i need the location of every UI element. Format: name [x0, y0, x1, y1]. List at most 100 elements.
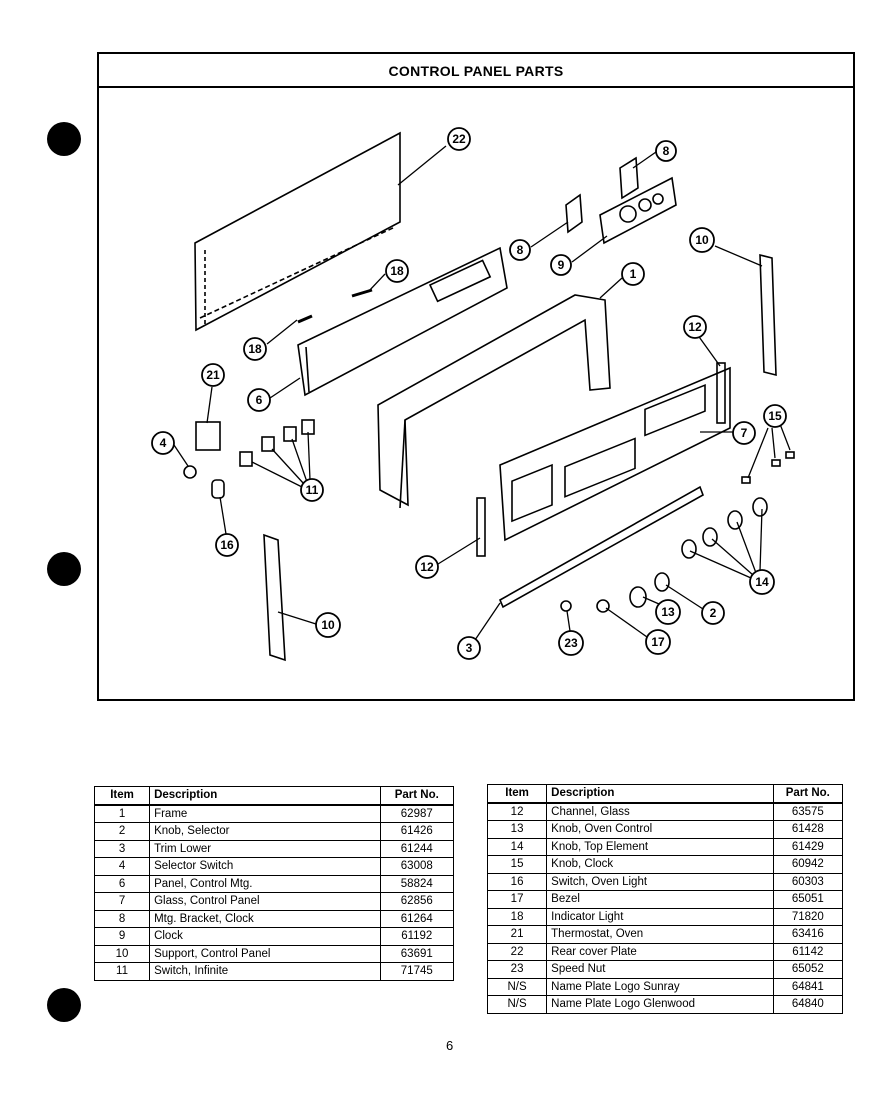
svg-text:12: 12	[420, 560, 434, 574]
cell-description: Name Plate Logo Sunray	[546, 977, 774, 996]
svg-text:7: 7	[741, 426, 748, 440]
callout-9: 9	[550, 254, 572, 276]
cell-part-no: 63691	[379, 944, 455, 963]
cell-description: Glass, Control Panel	[149, 892, 381, 911]
callout-2: 2	[701, 601, 725, 625]
cell-item: 7	[93, 892, 151, 911]
callout-14: 14	[749, 569, 775, 595]
callout-12b: 12	[415, 555, 439, 579]
rear-cover-plate-part	[194, 131, 401, 332]
cell-item: 8	[93, 909, 151, 928]
cell-item: N/S	[486, 977, 548, 996]
svg-text:13: 13	[661, 605, 675, 619]
cell-description: Frame	[149, 804, 381, 823]
svg-text:16: 16	[220, 538, 234, 552]
cell-item: 15	[486, 855, 548, 874]
cell-item: 10	[93, 944, 151, 963]
callout-7: 7	[732, 421, 756, 445]
cell-item: 6	[93, 874, 151, 893]
page-title: CONTROL PANEL PARTS	[99, 54, 853, 88]
cell-description: Trim Lower	[149, 839, 381, 858]
svg-text:15: 15	[768, 409, 782, 423]
callout-10a: 10	[689, 227, 715, 253]
cell-part-no: 63416	[772, 925, 844, 944]
svg-text:6: 6	[256, 393, 263, 407]
cell-description: Name Plate Logo Glenwood	[546, 995, 774, 1014]
cell-item: N/S	[486, 995, 548, 1014]
binder-hole-bottom	[47, 988, 81, 1022]
cell-item: 14	[486, 837, 548, 856]
callout-10b: 10	[315, 612, 341, 638]
cell-part-no: 71745	[379, 962, 455, 981]
callout-18a: 18	[385, 259, 409, 283]
cell-item: 11	[93, 962, 151, 981]
control-glass-part	[499, 366, 731, 542]
cell-description: Knob, Top Element	[546, 837, 774, 856]
cell-description: Clock	[149, 927, 381, 946]
cell-description: Knob, Oven Control	[546, 820, 774, 839]
svg-text:8: 8	[663, 144, 670, 158]
svg-text:4: 4	[160, 436, 167, 450]
callout-3: 3	[457, 636, 481, 660]
cell-item: 4	[93, 857, 151, 876]
svg-text:10: 10	[695, 233, 709, 247]
callout-8b: 8	[509, 239, 531, 261]
page-number: 6	[446, 1038, 454, 1053]
cell-part-no: 61264	[379, 909, 455, 928]
cell-part-no: 60942	[772, 855, 844, 874]
cell-part-no: 64841	[772, 977, 844, 996]
callout-18b: 18	[243, 337, 267, 361]
cell-description: Switch, Oven Light	[546, 872, 774, 891]
cell-part-no: 64840	[772, 995, 844, 1014]
cell-item: 9	[93, 927, 151, 946]
svg-text:18: 18	[248, 342, 262, 356]
cell-item: 13	[486, 820, 548, 839]
svg-text:3: 3	[466, 641, 473, 655]
cell-item: 3	[93, 839, 151, 858]
callout-1: 1	[621, 262, 645, 286]
cell-description: Rear cover Plate	[546, 942, 774, 961]
callout-4: 4	[151, 431, 175, 455]
callout-13: 13	[655, 599, 681, 625]
callout-15: 15	[763, 404, 787, 428]
cell-description: Bezel	[546, 890, 774, 909]
cell-part-no: 60303	[772, 872, 844, 891]
cell-item: 23	[486, 960, 548, 979]
cell-part-no: 61192	[379, 927, 455, 946]
cell-description: Knob, Selector	[149, 822, 381, 841]
column-header-part-no: Part No.	[772, 784, 844, 804]
cell-part-no: 61429	[772, 837, 844, 856]
cell-part-no: 58824	[379, 874, 455, 893]
svg-text:9: 9	[558, 258, 565, 272]
column-header-description: Description	[149, 786, 381, 806]
cell-description: Indicator Light	[546, 907, 774, 926]
cell-item: 16	[486, 872, 548, 891]
cell-description: Thermostat, Oven	[546, 925, 774, 944]
callout-11: 11	[300, 478, 324, 502]
callout-8a: 8	[655, 140, 677, 162]
svg-text:1: 1	[630, 267, 637, 281]
cell-description: Selector Switch	[149, 857, 381, 876]
callout-12a: 12	[683, 315, 707, 339]
cell-part-no: 62987	[379, 804, 455, 823]
cell-part-no: 61428	[772, 820, 844, 839]
binder-hole-top	[47, 122, 81, 156]
cell-description: Mtg. Bracket, Clock	[149, 909, 381, 928]
cell-description: Panel, Control Mtg.	[149, 874, 381, 893]
cell-item: 17	[486, 890, 548, 909]
cell-part-no: 63575	[772, 802, 844, 821]
clock-part	[599, 176, 677, 245]
